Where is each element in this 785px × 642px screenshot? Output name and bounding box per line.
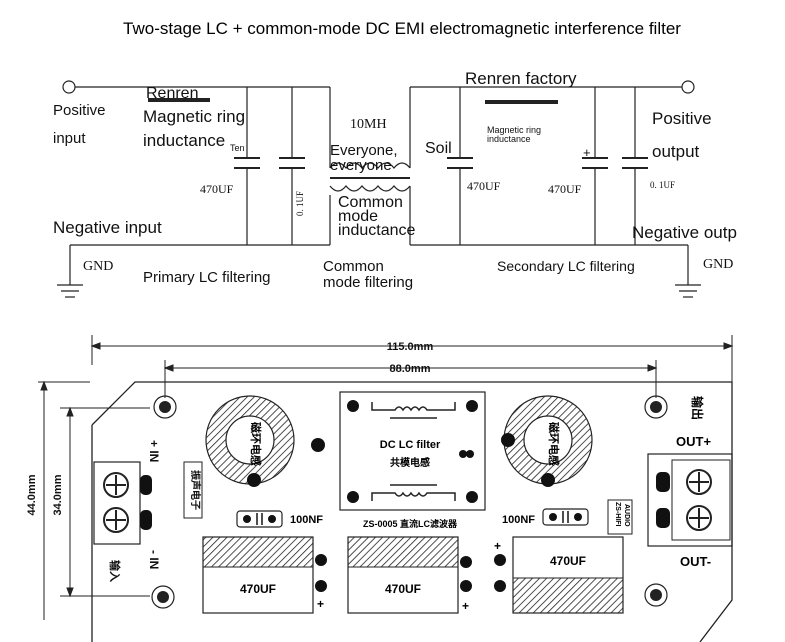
cm-cn-label: 共模电感 [390,456,430,469]
ring-inductance-l2: inductance [143,131,225,150]
left-ring-cn: 磁环电感 [249,422,263,466]
in-plus-label: + IN [147,440,161,462]
cap5-value: 0. 1UF [650,180,675,190]
cap-100nf-left-label: 100NF [290,514,323,526]
mag-small-l2: inductance [487,134,531,144]
cm-filter-l2: mode filtering [323,274,413,291]
secondary-lc-label: Secondary LC filtering [497,258,635,274]
cap2-value: 0. 1UF [295,191,305,216]
in-minus-label: - IN [147,550,161,569]
mounting-holes [151,395,668,609]
input-terminal-block [93,461,152,545]
cap-left-plus: + [317,597,324,611]
cap4-value: 470UF [548,182,582,196]
cap1-value: 470UF [200,182,234,196]
negative-input-label: Negative input [53,218,162,237]
cap-100nf-left [236,510,283,528]
output-terminal-block [647,453,733,547]
model-label: ZS-0005 直流LC滤波器 [363,518,458,529]
everyone-l2: everyone [330,157,392,174]
positive-input-label-l1: Positive [53,102,106,119]
hifi-label-l1: ZS-HIFI [614,502,621,527]
cap-100nf-right [542,508,589,526]
dim-inner-height: 34.0mm [52,474,64,515]
renren-left-label: Renren [146,85,198,102]
out-plus-label: OUT+ [676,434,711,449]
positive-output-l2: output [652,142,700,161]
cm-filter-l1: Common [323,258,384,275]
cap-470uf-left-label: 470UF [240,582,276,596]
plus-sign: + [583,145,591,160]
cap-470uf-mid-label: 470UF [385,582,421,596]
cap3-value: 470UF [467,179,501,193]
positive-input-terminal [62,80,76,94]
cap-mid-plus: + [462,599,469,613]
input-cn-label: 输入 [108,560,122,582]
primary-lc-label: Primary LC filtering [143,269,271,286]
dim-height: 44.0mm [26,474,38,515]
board-dimensions [38,335,734,620]
cap-470uf-right-label: 470UF [550,554,586,568]
cap-100nf-right-label: 100NF [502,514,535,526]
diagram-title: Two-stage LC + common-mode DC EMI electr… [123,19,681,38]
schematic [57,80,701,298]
ten-label: Ten [230,143,245,153]
cap-470uf-left [202,536,327,614]
everyone-l1: Everyone, [330,142,398,159]
out-minus-label: OUT- [680,554,711,569]
positive-output-l1: Positive [652,109,712,128]
gnd-left-label: GND [83,259,113,274]
common-mode-inductor [339,391,486,511]
pcb-board [91,381,733,642]
right-toroid-inductor [501,395,593,487]
dim-total: 115.0mm [387,341,434,353]
negative-output-label: Negative outp [632,223,737,242]
positive-input-label-l2: input [53,130,86,147]
cap-470uf-right [494,536,624,614]
mag-small-l1: Magnetic ring [487,125,541,135]
positive-output-terminal [681,80,695,94]
cm-inductance-l3: inductance [338,222,415,239]
cm-inductance-l2: mode [338,208,378,225]
ring-inductance-l1: Magnetic ring [143,107,245,126]
dc-lc-filter-label: DC LC filter [380,439,441,451]
cm-inductance-l1: Common [338,194,403,211]
mh-label: 10MH [350,117,387,132]
output-cn-label: 输出 [690,396,705,420]
dim-inner: 88.0mm [390,363,431,375]
brand-cn-label: 振声电子 [189,470,202,510]
soil-label: Soil [425,140,452,157]
cap-right-plus: + [494,539,501,553]
gnd-right-label: GND [703,257,733,272]
hifi-label-l2: AUDIO [623,504,630,527]
renren-factory-label: Renren factory [465,69,577,88]
right-ring-cn: 磁环电感 [547,422,561,466]
cap-470uf-mid [347,536,472,614]
left-toroid-inductor [205,395,325,487]
